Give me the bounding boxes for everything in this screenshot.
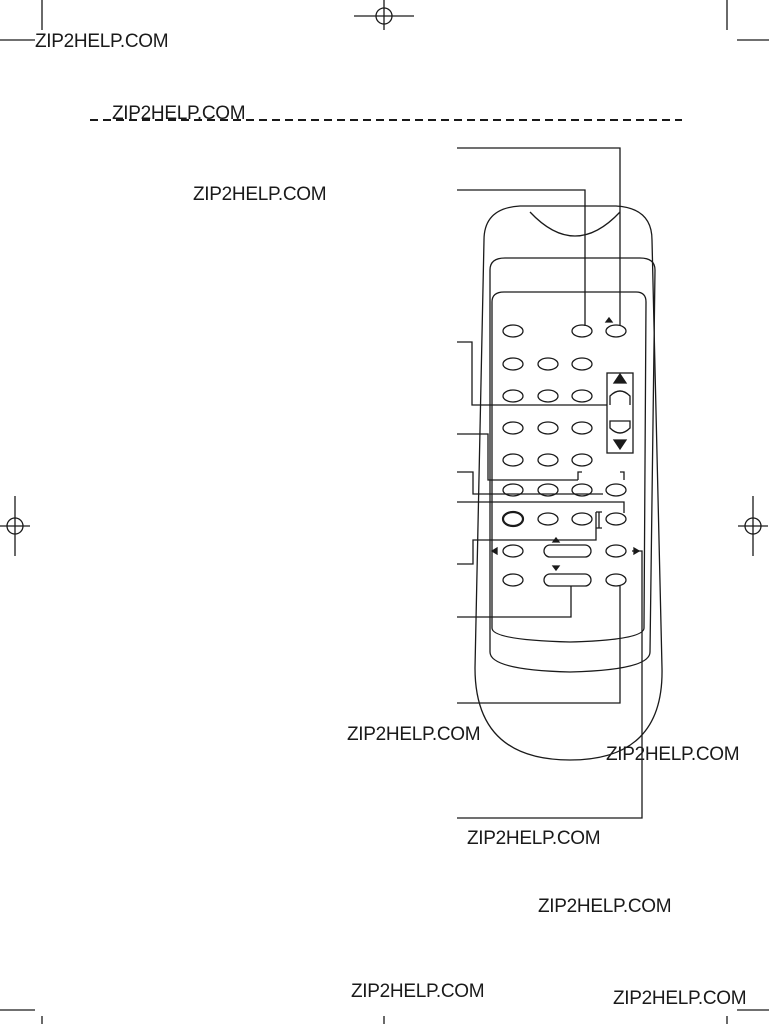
- button: [571, 324, 593, 338]
- eject-button: [605, 324, 627, 338]
- fast-forward-button: [605, 544, 627, 558]
- number-button: [502, 453, 524, 467]
- watermark-text: ZIP2HELP.COM: [347, 724, 481, 745]
- watermark-text: ZIP2HELP.COM: [606, 744, 740, 765]
- number-button: [502, 421, 524, 435]
- watermark-text: ZIP2HELP.COM: [112, 103, 246, 124]
- number-button: [502, 357, 524, 371]
- button: [571, 512, 593, 526]
- number-button: [502, 389, 524, 403]
- button: [571, 483, 593, 497]
- number-button: [571, 357, 593, 371]
- watermark-text: ZIP2HELP.COM: [193, 184, 327, 205]
- button: [537, 483, 559, 497]
- power-button: [502, 324, 524, 338]
- number-button: [537, 453, 559, 467]
- crosshair-registration-icon: [0, 496, 30, 556]
- number-button: [571, 421, 593, 435]
- button: [605, 512, 627, 526]
- button: [605, 483, 627, 497]
- callout-lines: [457, 147, 643, 819]
- rewind-button: [502, 544, 524, 558]
- button: [502, 573, 524, 587]
- record-button: [501, 510, 525, 528]
- button: [502, 483, 524, 497]
- channel-up-button: [609, 390, 631, 405]
- number-button: [537, 389, 559, 403]
- watermark-text: ZIP2HELP.COM: [351, 981, 485, 1002]
- number-button: [537, 357, 559, 371]
- watermark-text: ZIP2HELP.COM: [613, 988, 747, 1009]
- watermark-text: ZIP2HELP.COM: [538, 896, 672, 917]
- eject-icon: [604, 316, 614, 323]
- play-button: [543, 544, 592, 558]
- crosshair-registration-icon: [354, 0, 414, 30]
- button: [605, 573, 627, 587]
- watermark-text: ZIP2HELP.COM: [467, 828, 601, 849]
- number-button: [537, 421, 559, 435]
- stop-button: [543, 573, 592, 587]
- button: [537, 512, 559, 526]
- remote-buttons: [490, 316, 641, 587]
- channel-down-button: [609, 420, 631, 434]
- number-button: [571, 389, 593, 403]
- watermark-text: ZIP2HELP.COM: [35, 31, 169, 52]
- remote-control: [474, 205, 663, 761]
- triangle-down-icon: [612, 439, 628, 451]
- number-button: [571, 453, 593, 467]
- crosshair-registration-icon: [738, 496, 768, 556]
- triangle-up-icon: [612, 372, 628, 384]
